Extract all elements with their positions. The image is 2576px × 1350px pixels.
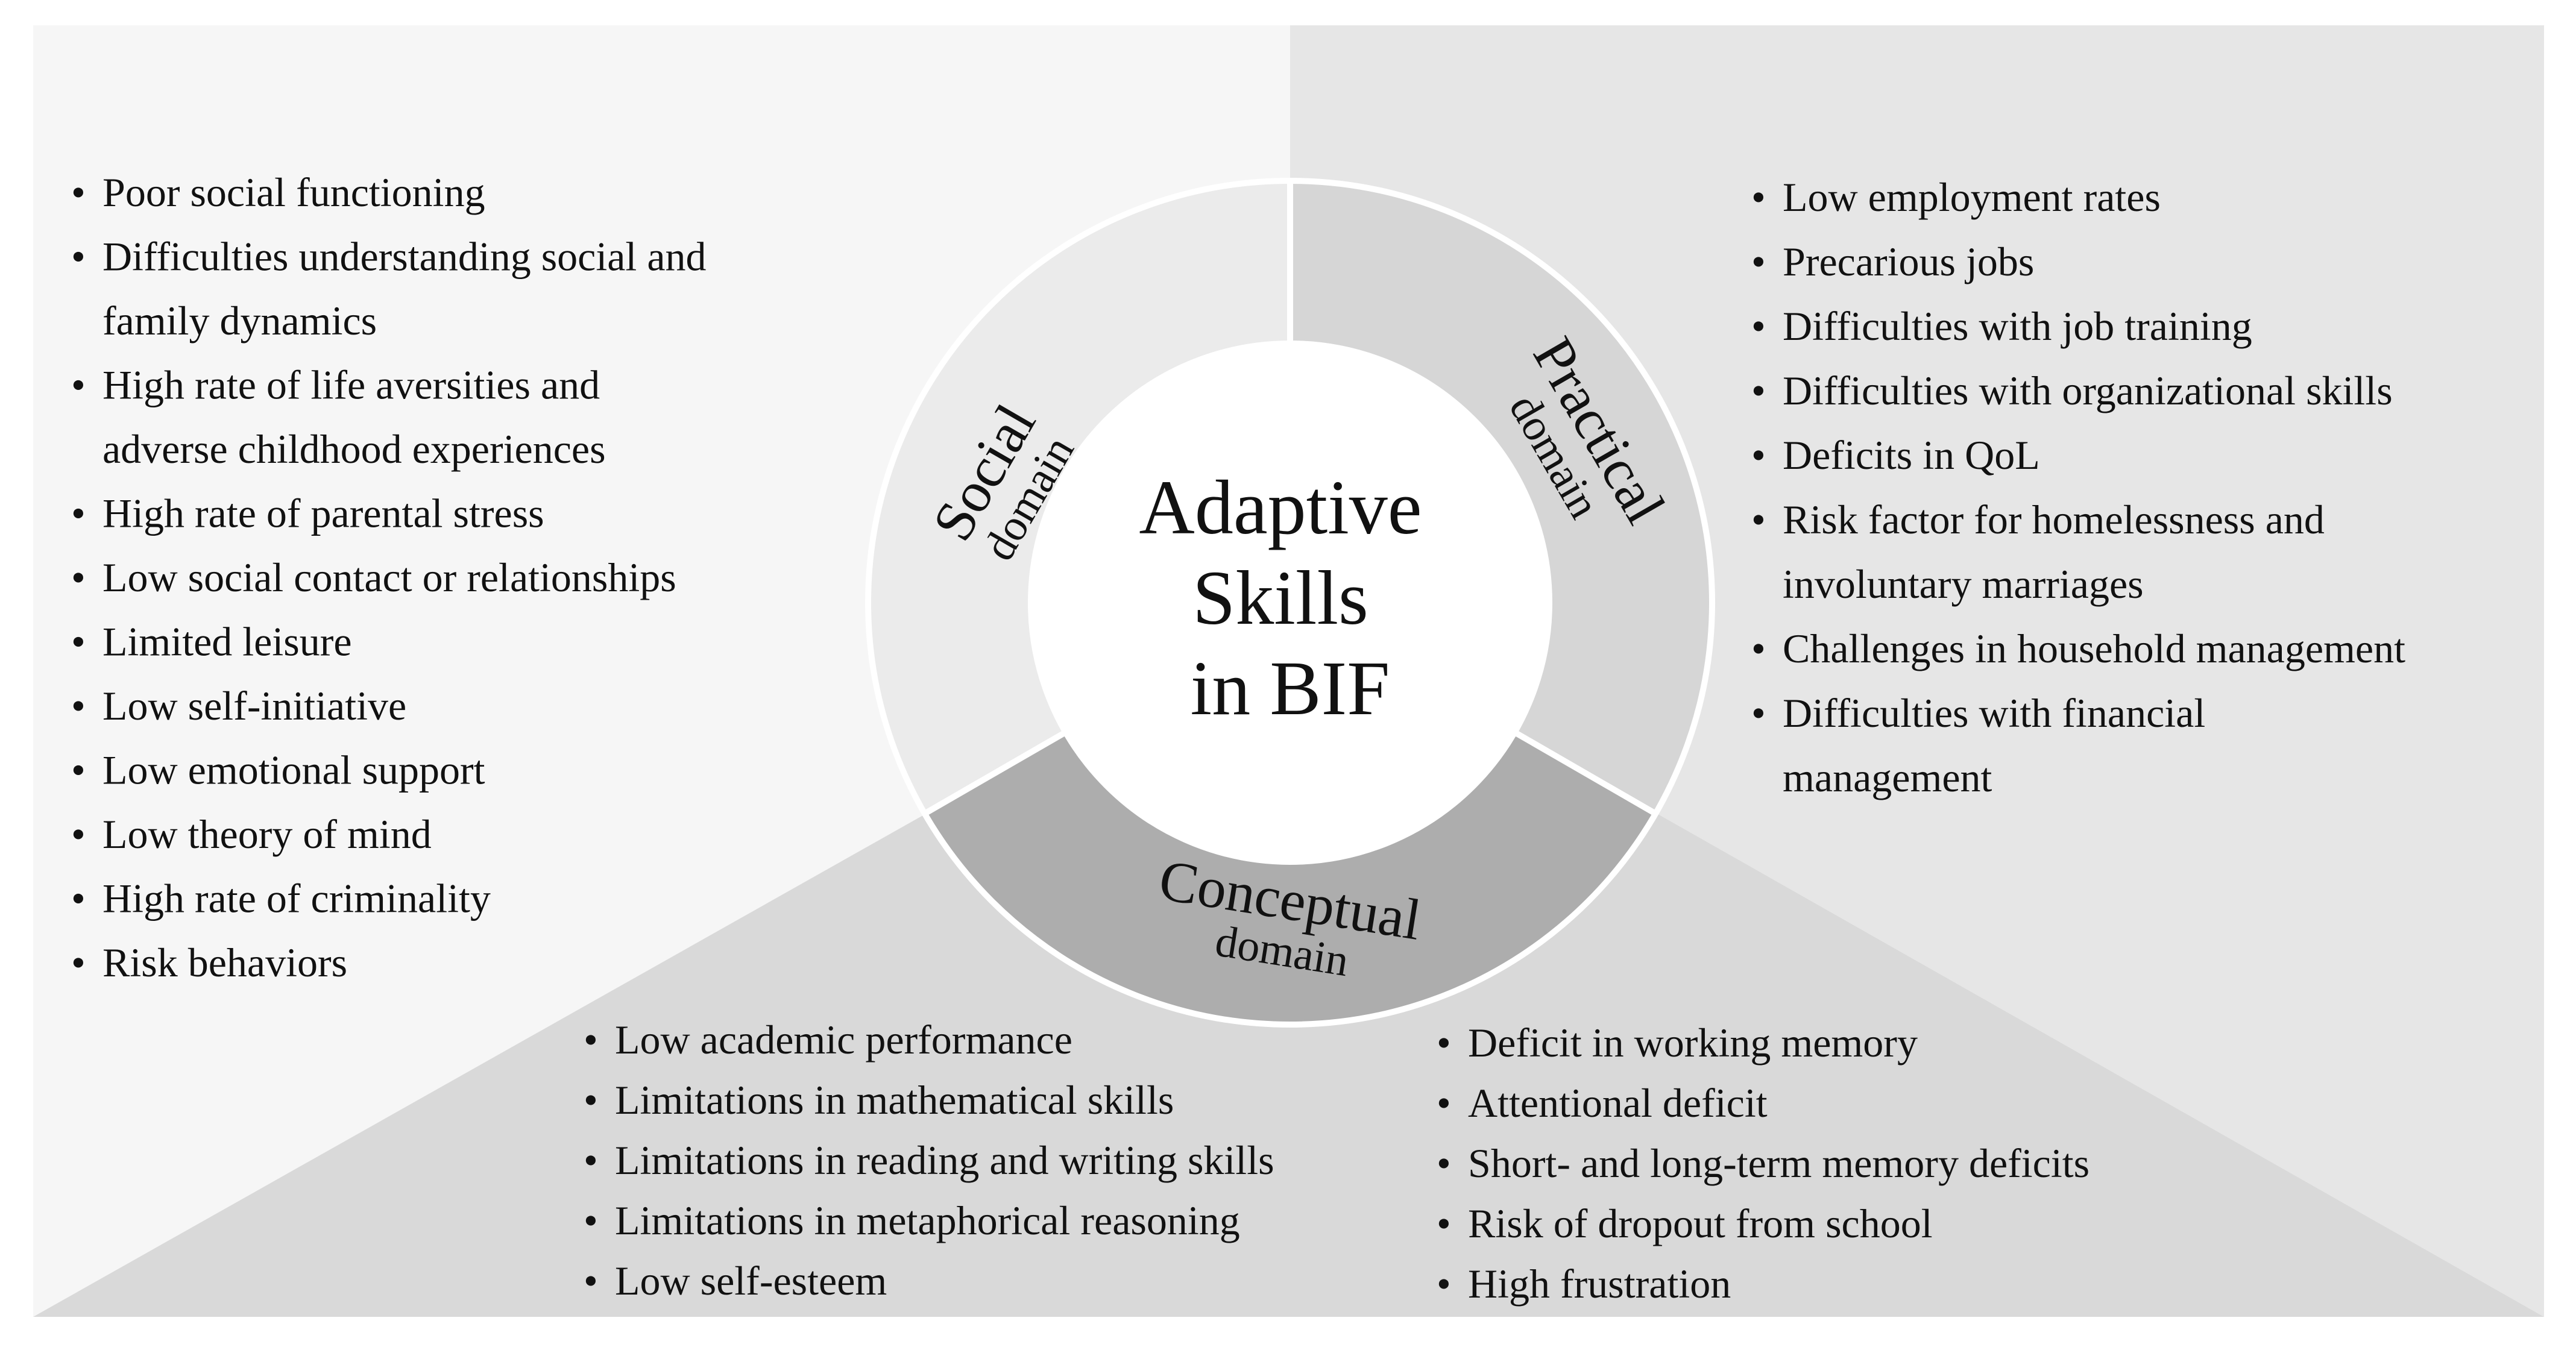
practical-domain-list-item-text: Risk factor for homelessness and <box>1783 497 2325 542</box>
conceptual-domain-list-left: • Low academic performance • Limitations in… <box>584 1017 1274 1304</box>
social-domain-list-item-text: Low theory of mind <box>102 811 432 857</box>
conceptual-domain-list-left-bullet: • <box>584 1137 598 1183</box>
conceptual-domain-list-right-bullet: • <box>1437 1201 1451 1246</box>
practical-domain-list-bullet: • <box>1751 432 1766 478</box>
conceptual-domain-list-right-bullet: • <box>1437 1080 1451 1126</box>
social-domain-list-bullet: • <box>71 234 86 280</box>
conceptual-domain-list-left-item-text: Limitations in metaphorical reasoning <box>615 1198 1240 1243</box>
social-domain-list-item-text: Risk behaviors <box>102 940 347 985</box>
ring-separator-right <box>1513 729 1657 817</box>
conceptual-domain-list-left-item-text: Low self-esteem <box>615 1258 887 1304</box>
social-domain-list-bullet: • <box>71 169 86 215</box>
conceptual-domain-list-left-item-text: Limitations in reading and writing skill… <box>615 1137 1274 1183</box>
practical-domain-list-item-text: Difficulties with organizational skills <box>1783 368 2393 413</box>
conceptual-domain-list-left-bullet: • <box>584 1198 598 1243</box>
conceptual-domain-list-left-item-text: Low academic performance <box>615 1017 1072 1063</box>
social-domain-list-item-text: Limited leisure <box>102 619 352 665</box>
practical-domain-list-item-text: Deficits in QoL <box>1783 432 2040 478</box>
conceptual-domain-list-right-item-text: High frustration <box>1468 1261 1731 1307</box>
conceptual-domain-list-right-bullet: • <box>1437 1261 1451 1307</box>
practical-domain-list-bullet: • <box>1751 303 1766 349</box>
conceptual-domain-list-left-bullet: • <box>584 1077 598 1123</box>
ring-separator-left <box>923 729 1068 817</box>
conceptual-domain-list-left-bullet: • <box>584 1017 598 1063</box>
practical-domain-list-item-text: involuntary marriages <box>1783 561 2144 607</box>
social-domain-list-bullet: • <box>71 554 86 600</box>
center-disc <box>1028 341 1552 865</box>
practical-domain-list-bullet: • <box>1751 690 1766 736</box>
practical-domain-list-bullet: • <box>1751 239 1766 284</box>
social-domain-list-item-text: High rate of parental stress <box>102 491 544 536</box>
social-domain-list-bullet: • <box>71 876 86 921</box>
practical-domain-list-bullet: • <box>1751 368 1766 413</box>
practical-domain-list-item-text: Low employment rates <box>1783 174 2161 220</box>
social-domain-list-item-text: family dynamics <box>102 298 377 344</box>
social-domain-list-bullet: • <box>71 747 86 793</box>
conceptual-domain-list-left-item-text: Limitations in mathematical skills <box>615 1077 1174 1123</box>
social-domain-list-item-text: Poor social functioning <box>102 169 485 215</box>
conceptual-domain-list-right-item-text: Short- and long-term memory deficits <box>1468 1140 2089 1186</box>
center-title-line-2: Skills <box>1192 555 1368 641</box>
practical-domain-list-item-text: Challenges in household management <box>1783 626 2405 671</box>
practical-domain-list: • Low employment rates • Precarious jobs • Di… <box>1751 174 2405 800</box>
domain-ring <box>865 178 1715 1028</box>
conceptual-domain-segment <box>924 732 1656 1025</box>
social-domain-list-item-text: Difficulties understanding social and <box>102 234 707 280</box>
social-domain-list-item-text: Low emotional support <box>102 747 485 793</box>
conceptual-domain-list-left-bullet: • <box>584 1258 598 1304</box>
ring-outline <box>865 178 1715 1028</box>
practical-domain-list-item-text: Precarious jobs <box>1783 239 2034 284</box>
social-domain-list-item-text: adverse childhood experiences <box>102 426 606 472</box>
social-domain-list-bullet: • <box>71 491 86 536</box>
social-domain-list-item-text: Low social contact or relationships <box>102 554 676 600</box>
social-domain-segment <box>868 181 1290 814</box>
practical-domain-list-item-text: Difficulties with financial <box>1783 690 2205 736</box>
social-domain-list-item-text: High rate of criminality <box>102 876 491 921</box>
practical-domain-list-bullet: • <box>1751 626 1766 671</box>
social-domain-list-item-text: High rate of life aversities and <box>102 362 600 408</box>
social-domain-list-bullet: • <box>71 940 86 985</box>
social-domain-list-bullet: • <box>71 811 86 857</box>
center-title: Adaptive Skills in BIF <box>1139 465 1441 731</box>
practical-domain-list-item-text: Difficulties with job training <box>1783 303 2252 349</box>
conceptual-domain-list-right-item-text: Attentional deficit <box>1468 1080 1768 1126</box>
social-domain-list-bullet: • <box>71 619 86 665</box>
practical-domain-list-bullet: • <box>1751 174 1766 220</box>
practical-domain-list-item-text: management <box>1783 755 1992 800</box>
social-domain-list-bullet: • <box>71 362 86 408</box>
conceptual-domain-list-right: • Deficit in working memory • Attentional d… <box>1437 1020 2089 1307</box>
center-title-line-3: in BIF <box>1191 645 1390 731</box>
practical-domain-list-bullet: • <box>1751 497 1766 542</box>
social-domain-list: • Poor social functioning • Difficulties un… <box>71 169 707 985</box>
conceptual-domain-list-right-item-text: Risk of dropout from school <box>1468 1201 1933 1246</box>
conceptual-domain-list-right-bullet: • <box>1437 1020 1451 1066</box>
conceptual-domain-list-right-item-text: Deficit in working memory <box>1468 1020 1918 1066</box>
center-title-line-1: Adaptive <box>1139 465 1422 550</box>
social-domain-list-bullet: • <box>71 683 86 729</box>
conceptual-domain-list-right-bullet: • <box>1437 1140 1451 1186</box>
practical-domain-segment <box>1290 181 1712 814</box>
social-domain-list-item-text: Low self-initiative <box>102 683 406 729</box>
